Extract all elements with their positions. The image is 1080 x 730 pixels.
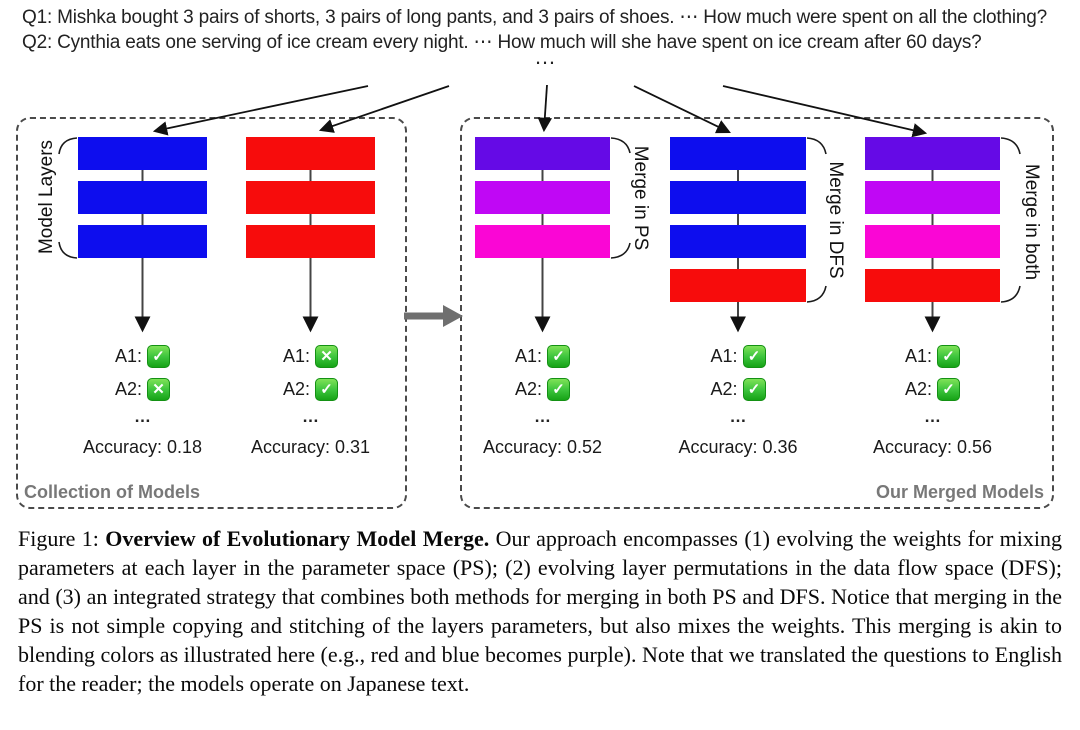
questions-ellipsis: …	[534, 44, 558, 69]
answer-label: A1:	[904, 345, 933, 366]
check-icon: ✓	[742, 344, 766, 368]
model-layer-bar	[865, 181, 1000, 214]
answer-a1: A1: ✓	[514, 344, 571, 368]
model-layer-bar	[865, 137, 1000, 170]
answer-a1: A1: ✕	[282, 344, 339, 368]
answers-merged-both: A1: ✓ A2: ✓ … Accuracy: 0.56	[843, 344, 1023, 458]
answer-a1: A1: ✓	[710, 344, 766, 368]
answer-label: A2:	[904, 378, 933, 399]
model-layer-bar	[670, 225, 806, 258]
model-layer-bar	[246, 181, 375, 214]
answers-ellipsis: …	[534, 407, 551, 426]
answer-label: A2:	[710, 378, 738, 399]
question-q2: Q2: Cynthia eats one serving of ice crea…	[22, 31, 982, 53]
check-icon: ✓	[315, 377, 339, 401]
model-layer-bar	[78, 181, 207, 214]
accuracy-value: Accuracy: 0.36	[678, 437, 798, 457]
check-icon: ✓	[547, 344, 571, 368]
accuracy-value: Accuracy: 0.56	[872, 437, 993, 457]
check-icon: ✓	[937, 344, 961, 368]
model-layer-bar	[475, 137, 610, 170]
model-layer-bar	[246, 225, 375, 258]
stack-merged-both	[865, 137, 1000, 302]
merge-transition-arrow	[404, 305, 463, 327]
answer-a2: A2: ✓	[710, 377, 766, 401]
merge-in-dfs-label: Merge in DFS	[825, 161, 846, 279]
answer-label: A1:	[514, 345, 543, 366]
question-q1: Q1: Mishka bought 3 pairs of shorts, 3 p…	[22, 7, 1047, 28]
accuracy-value: Accuracy: 0.18	[82, 437, 203, 457]
model-layer-bar	[670, 137, 806, 170]
answers-merged-dfs: A1: ✓ A2: ✓ … Accuracy: 0.36	[648, 344, 828, 458]
answer-label: A2:	[282, 378, 311, 399]
figure-caption-label: Figure 1:	[18, 526, 106, 551]
check-icon: ✓	[547, 377, 571, 401]
check-icon: ✓	[147, 344, 171, 368]
answer-a2: A2: ✓	[514, 377, 571, 401]
model-layer-bar	[475, 181, 610, 214]
answer-label: A1:	[114, 345, 143, 366]
figure-caption-title: Overview of Evolutionary Model Merge.	[105, 526, 490, 551]
cross-icon: ✕	[147, 377, 171, 401]
model-layer-bar	[670, 269, 806, 302]
merged-box-label: Our Merged Models	[875, 482, 1044, 502]
questions-block: Q1: Mishka bought 3 pairs of shorts, 3 p…	[22, 6, 1047, 55]
answers-ellipsis: …	[302, 407, 319, 426]
cross-icon: ✕	[315, 344, 339, 368]
answer-label: A1:	[282, 345, 311, 366]
answers-ellipsis: …	[134, 407, 151, 426]
model-layer-bar	[78, 137, 207, 170]
model-layer-bar	[475, 225, 610, 258]
model-layer-bar	[865, 225, 1000, 258]
accuracy-value: Accuracy: 0.31	[250, 437, 371, 457]
answers-merged-ps: A1: ✓ A2: ✓ … Accuracy: 0.52	[453, 344, 633, 458]
answers-model-red: A1: ✕ A2: ✓ … Accuracy: 0.31	[221, 344, 401, 458]
collection-box-label: Collection of Models	[24, 482, 201, 502]
answer-a1: A1: ✓	[114, 344, 171, 368]
answer-a2: A2: ✓	[282, 377, 339, 401]
answer-label: A1:	[710, 345, 738, 366]
stack-model-blue	[78, 137, 207, 258]
answers-ellipsis: …	[924, 407, 941, 426]
check-icon: ✓	[937, 377, 961, 401]
figure-caption-body: Our approach encompasses (1) evolving th…	[18, 526, 1062, 696]
stack-model-red	[246, 137, 375, 258]
merge-in-both-label: Merge in both	[1021, 163, 1042, 281]
merge-in-ps-label: Merge in PS	[630, 145, 651, 251]
answer-label: A2:	[114, 378, 143, 399]
check-icon: ✓	[742, 377, 766, 401]
stack-merged-ps	[475, 137, 610, 258]
model-layer-bar	[865, 269, 1000, 302]
figure-caption: Figure 1: Overview of Evolutionary Model…	[18, 524, 1062, 698]
accuracy-value: Accuracy: 0.52	[482, 437, 603, 457]
stack-merged-dfs	[670, 137, 806, 302]
answers-model-blue: A1: ✓ A2: ✕ … Accuracy: 0.18	[53, 344, 233, 458]
model-layers-label: Model Layers	[36, 139, 57, 255]
model-layer-bar	[246, 137, 375, 170]
model-layer-bar	[670, 181, 806, 214]
answer-a2: A2: ✕	[114, 377, 171, 401]
model-layer-bar	[78, 225, 207, 258]
answer-a1: A1: ✓	[904, 344, 961, 368]
answer-a2: A2: ✓	[904, 377, 961, 401]
answer-label: A2:	[514, 378, 543, 399]
answers-ellipsis: …	[729, 407, 747, 426]
